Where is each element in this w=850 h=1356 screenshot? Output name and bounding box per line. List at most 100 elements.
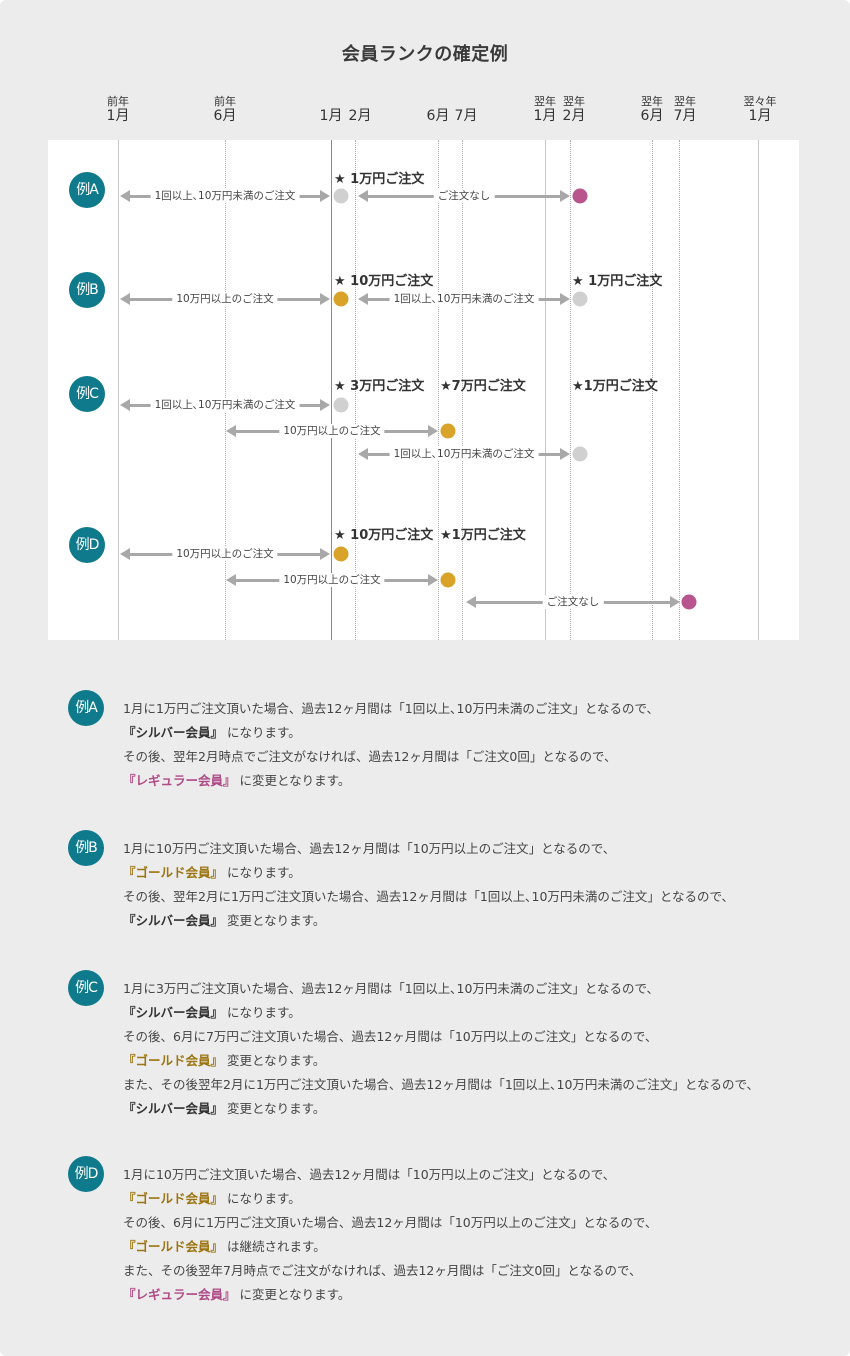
regular-marker xyxy=(681,594,697,610)
gridline xyxy=(758,140,759,640)
order-star-label: ★ 10万円ご注文 xyxy=(334,274,434,289)
example-b-badge: 例B xyxy=(69,272,105,308)
order-star-label: ★ 10万円ご注文 xyxy=(334,528,434,543)
order-star-label: ★ 1万円ご注文 xyxy=(334,172,425,187)
axis-label: 2月 xyxy=(348,108,372,124)
period-arrow: 10万円以上のご注文 xyxy=(226,424,438,438)
description-line: また、その後翌年2月に1万円ご注文頂いた場合、過去12ヶ月間は「1回以上､10万… xyxy=(123,1077,760,1092)
rank-silver: 『シルバー会員』 xyxy=(123,1005,224,1020)
period-arrow: ご注文なし xyxy=(358,189,570,203)
gold-marker xyxy=(333,546,349,562)
order-star-label: ★7万円ご注文 xyxy=(440,379,526,394)
arrow-left-icon xyxy=(120,399,130,411)
description-line: その後、翌年2月時点でご注文がなければ、過去12ヶ月間は「ご注文0回」となるので… xyxy=(123,749,617,764)
description-line: その後、6月に1万円ご注文頂いた場合、過去12ヶ月間は「10万円以上のご注文」と… xyxy=(123,1215,658,1230)
order-star-label: ★1万円ご注文 xyxy=(572,379,658,394)
axis-label: 6月 xyxy=(426,108,450,124)
rank-regular: 『レギュラー会員』 xyxy=(123,1287,236,1302)
example-c-badge: 例C xyxy=(68,970,104,1006)
gridline xyxy=(545,140,546,640)
rank-silver: 『シルバー会員』 xyxy=(123,725,224,740)
order-star-label: ★ 1万円ご注文 xyxy=(572,274,663,289)
arrow-left-icon xyxy=(120,190,130,202)
description-line: 1月に10万円ご注文頂いた場合、過去12ヶ月間は「10万円以上のご注文」となるの… xyxy=(123,841,616,856)
description-line: 『シルバー会員』 になります。 xyxy=(123,1005,301,1020)
arrow-right-icon xyxy=(560,190,570,202)
gridline xyxy=(331,140,332,640)
example-a-badge: 例A xyxy=(68,690,104,726)
silver-marker xyxy=(333,188,349,204)
description-line: 『ゴールド会員』 は継続されます。 xyxy=(123,1239,326,1254)
rank-gold: 『ゴールド会員』 xyxy=(123,865,224,880)
description-line: その後、翌年2月に1万円ご注文頂いた場合、過去12ヶ月間は「1回以上､10万円未… xyxy=(123,889,735,904)
gridline xyxy=(462,140,463,640)
gridline xyxy=(225,140,226,640)
page-title: 会員ランクの確定例 xyxy=(341,44,509,65)
example-a-badge: 例A xyxy=(69,172,105,208)
gridline xyxy=(118,140,119,640)
description-text: 1月に3万円ご注文頂いた場合、過去12ヶ月間は「1回以上､10万円未満のご注文」… xyxy=(123,977,759,1121)
gridline xyxy=(652,140,653,640)
description-line: 『ゴールド会員』 変更となります。 xyxy=(123,1053,326,1068)
arrow-right-icon xyxy=(428,425,438,437)
period-arrow: 1回以上､10万円未満のご注文 xyxy=(358,292,570,306)
gridline xyxy=(679,140,680,640)
description-line: 1月に10万円ご注文頂いた場合、過去12ヶ月間は「10万円以上のご注文」となるの… xyxy=(123,1167,616,1182)
gold-marker xyxy=(440,572,456,588)
arrow-right-icon xyxy=(320,399,330,411)
description-line: 『ゴールド会員』 になります。 xyxy=(123,1191,301,1206)
silver-marker xyxy=(572,446,588,462)
description-line: 『レギュラー会員』 に変更となります。 xyxy=(123,773,351,788)
rank-gold: 『ゴールド会員』 xyxy=(123,1053,224,1068)
gold-marker xyxy=(440,423,456,439)
gold-marker xyxy=(333,291,349,307)
rank-silver: 『シルバー会員』 xyxy=(123,1101,224,1116)
arrow-right-icon xyxy=(320,548,330,560)
arrow-right-icon xyxy=(670,596,680,608)
regular-marker xyxy=(572,188,588,204)
rank-gold: 『ゴールド会員』 xyxy=(123,1191,224,1206)
rank-regular: 『レギュラー会員』 xyxy=(123,773,236,788)
arrow-left-icon xyxy=(466,596,476,608)
arrow-left-icon xyxy=(226,425,236,437)
period-arrow: 10万円以上のご注文 xyxy=(226,573,438,587)
period-arrow: 1回以上､10万円未満のご注文 xyxy=(358,447,570,461)
description-line: 『シルバー会員』 変更となります。 xyxy=(123,1101,326,1116)
description-line: また、その後翌年7月時点でご注文がなければ、過去12ヶ月間は「ご注文0回」となる… xyxy=(123,1263,642,1278)
arrow-right-icon xyxy=(560,293,570,305)
arrow-left-icon xyxy=(120,293,130,305)
description-text: 1月に10万円ご注文頂いた場合、過去12ヶ月間は「10万円以上のご注文」となるの… xyxy=(123,1163,657,1307)
example-b-badge: 例B xyxy=(68,830,104,866)
period-arrow: 1回以上､10万円未満のご注文 xyxy=(120,398,330,412)
arrow-left-icon xyxy=(358,190,368,202)
axis-label: 7月 xyxy=(454,108,478,124)
gridline xyxy=(438,140,439,640)
description-line: その後、6月に7万円ご注文頂いた場合、過去12ヶ月間は「10万円以上のご注文」と… xyxy=(123,1029,658,1044)
gridline xyxy=(355,140,356,640)
description-text: 1月に10万円ご注文頂いた場合、過去12ヶ月間は「10万円以上のご注文」となるの… xyxy=(123,837,734,933)
description-line: 『レギュラー会員』 に変更となります。 xyxy=(123,1287,351,1302)
order-star-label: ★1万円ご注文 xyxy=(440,528,526,543)
description-line: 『ゴールド会員』 になります。 xyxy=(123,865,301,880)
silver-marker xyxy=(333,397,349,413)
arrow-left-icon xyxy=(120,548,130,560)
arrow-right-icon xyxy=(320,293,330,305)
arrow-left-icon xyxy=(358,448,368,460)
silver-marker xyxy=(572,291,588,307)
period-arrow: 10万円以上のご注文 xyxy=(120,292,330,306)
example-d-badge: 例D xyxy=(68,1156,104,1192)
description-text: 1月に1万円ご注文頂いた場合、過去12ヶ月間は「1回以上､10万円未満のご注文」… xyxy=(123,697,659,793)
description-line: 『シルバー会員』 変更となります。 xyxy=(123,913,326,928)
period-arrow: 10万円以上のご注文 xyxy=(120,547,330,561)
order-star-label: ★ 3万円ご注文 xyxy=(334,379,425,394)
example-d-badge: 例D xyxy=(69,527,105,563)
arrow-right-icon xyxy=(428,574,438,586)
timeline-panel: 例A ★ 1万円ご注文 1回以上､10万円未満のご注文 ご注文なし 例B ★ 1… xyxy=(48,140,799,640)
